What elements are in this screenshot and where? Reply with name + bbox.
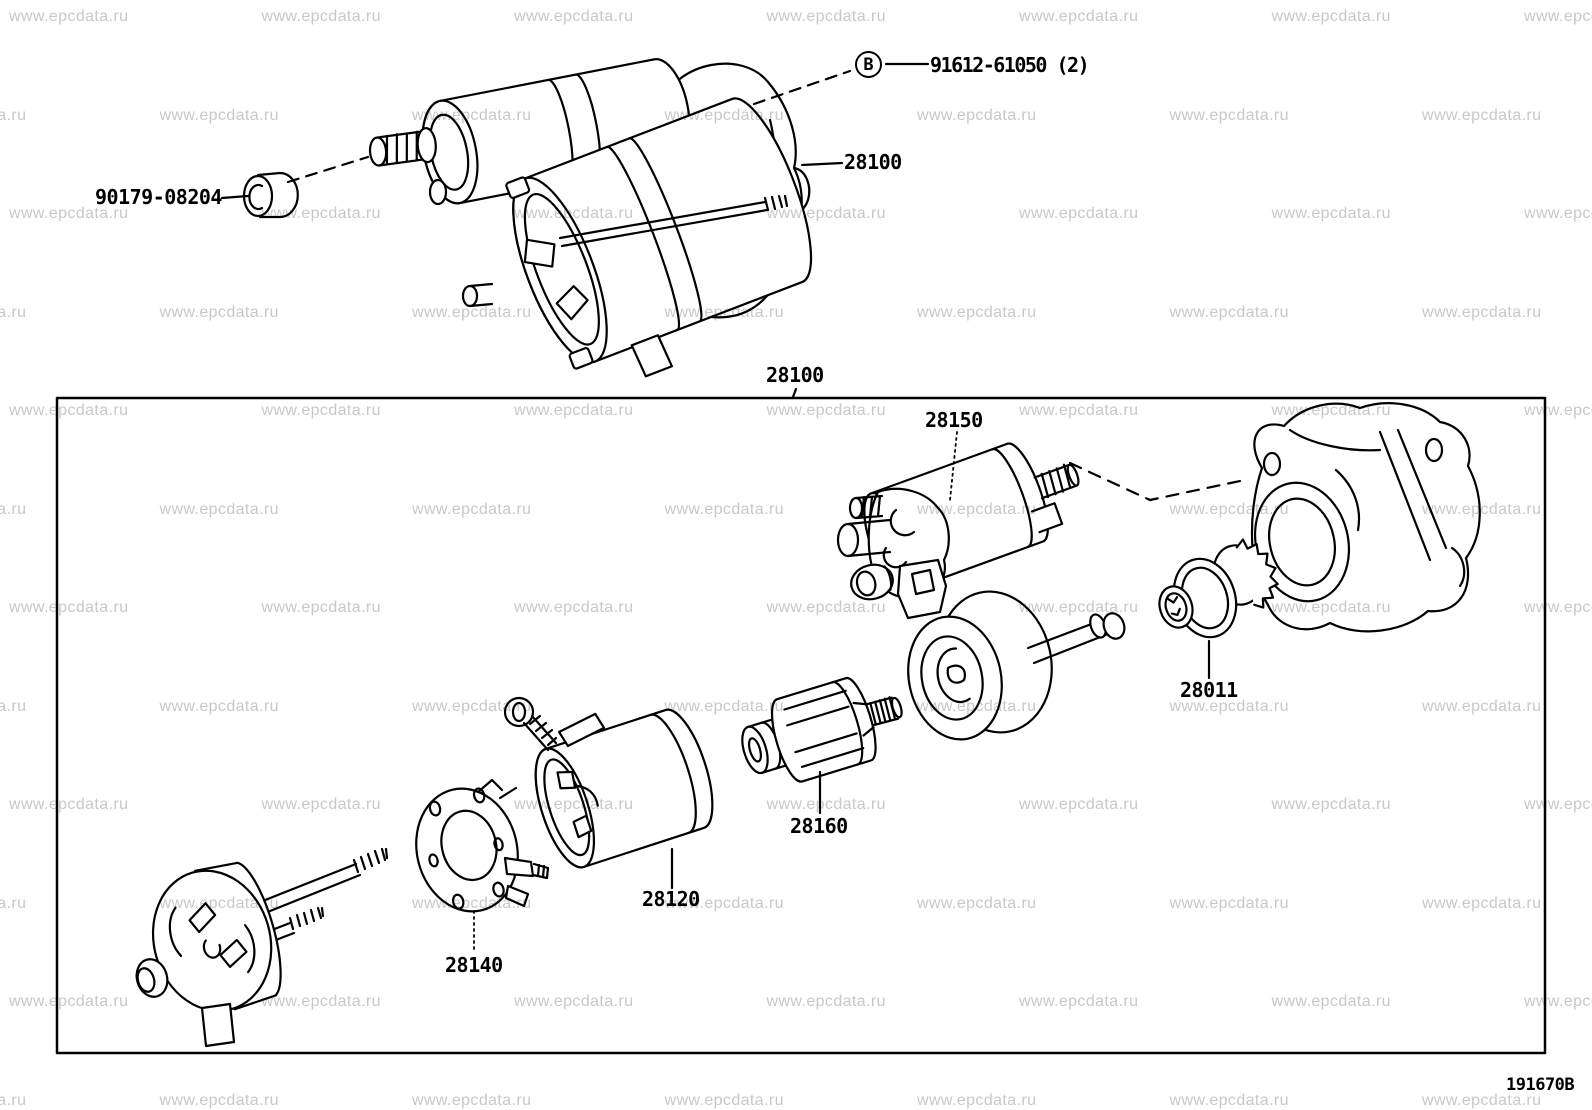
- leader-nut: [220, 194, 250, 200]
- part-label-armature: 28160: [790, 814, 848, 838]
- terminal-stud-drawing: [368, 127, 437, 167]
- leader-28100-top: [800, 161, 844, 167]
- armature-drawing: [741, 676, 903, 783]
- part-label-nut: 90179-08204: [95, 185, 222, 209]
- yoke-drawing: [503, 696, 714, 869]
- brush-plate-drawing: [415, 778, 550, 913]
- part-label-yoke: 28120: [642, 887, 700, 911]
- leader-28150: [949, 431, 958, 501]
- starter-assembly-drawing: [368, 58, 813, 378]
- pinion-gear-drawing: [1158, 538, 1279, 639]
- drawing-code: 191670B: [1506, 1075, 1575, 1095]
- dashed-nut-line: [286, 155, 370, 184]
- end-frame-drawing: [135, 847, 389, 1048]
- dashed-bolt-line: [752, 69, 852, 106]
- solenoid-drawing: [836, 442, 1080, 620]
- detail-box: [55, 396, 1547, 1055]
- tick-28100-box: [791, 387, 798, 399]
- bolt-symbol-badge: B: [855, 51, 882, 78]
- part-label-brush-holder: 28140: [445, 953, 503, 977]
- part-label-solenoid: 28150: [925, 408, 983, 432]
- yoke-screw-drawing: [503, 696, 558, 752]
- solenoid-nut-drawing: [850, 563, 894, 601]
- part-label-assembly-detail: 28100: [766, 363, 824, 387]
- part-label-pinion: 28011: [1180, 678, 1238, 702]
- clutch-drawing: [907, 590, 1126, 741]
- part-label-assembly-top: 28100: [844, 150, 902, 174]
- part-label-bolt: 91612-61050 (2): [930, 53, 1090, 77]
- dashed-solenoid-line: [1068, 461, 1242, 502]
